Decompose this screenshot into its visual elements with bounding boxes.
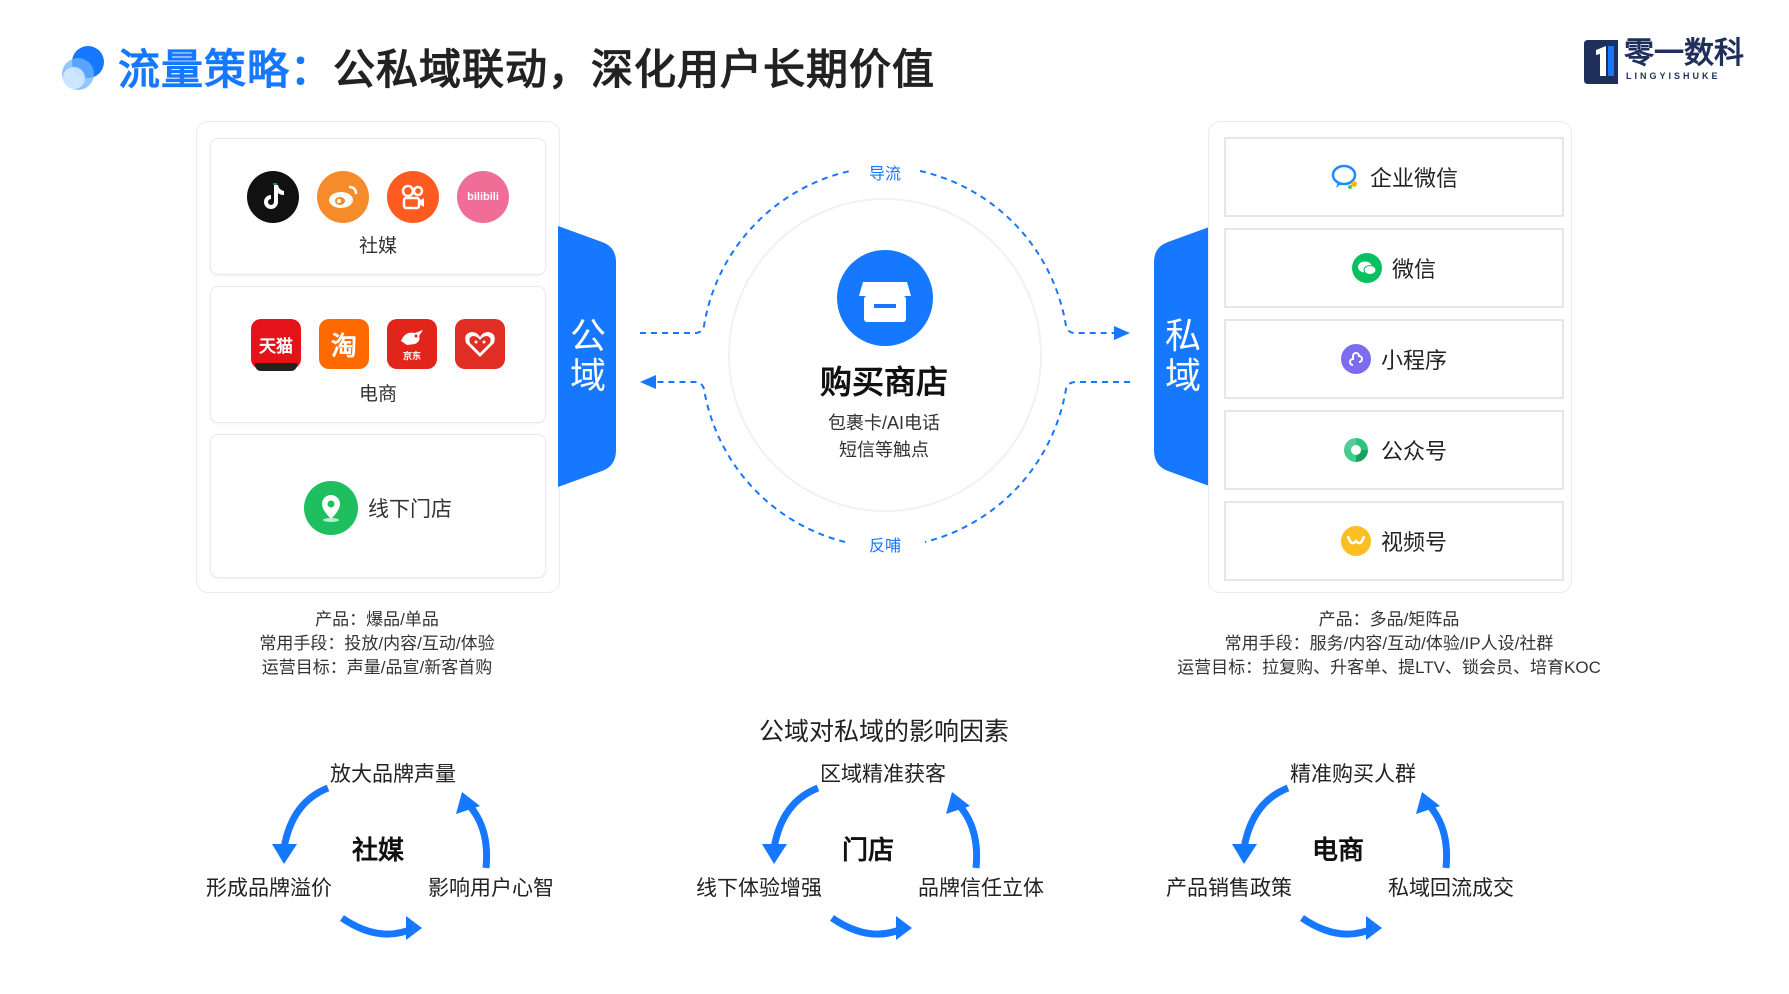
- flow-label-top: 导流: [868, 166, 901, 183]
- flow-arrow-left: [640, 375, 656, 389]
- wechat-icon: [1351, 253, 1382, 283]
- title-bubble-icon: [62, 46, 104, 90]
- cycle-social-arrow-bottom: [340, 915, 416, 938]
- cycle-store-center: 门店: [842, 835, 895, 865]
- cycle-social-arrows: [272, 784, 491, 940]
- cycle-social-arrow-right: [465, 801, 491, 869]
- private-item-channels: 视频号: [1224, 501, 1564, 581]
- pinduoduo-icon: [455, 319, 505, 369]
- cycle-ecommerce-left: 产品销售政策: [1166, 877, 1292, 900]
- flow-label-bottom: 反哺: [868, 538, 901, 555]
- public-note-product: 产品：爆品/单品: [315, 610, 439, 629]
- cycle-store-arrows: [762, 784, 981, 940]
- public-note-methods: 常用手段：投放/内容/互动/体验: [259, 634, 495, 653]
- page-title-main: 公私域联动，深化用户长期价值: [333, 46, 936, 93]
- cycle-social-top: 放大品牌声量: [330, 763, 456, 786]
- cycle-ecommerce-arrow-right: [1425, 801, 1451, 869]
- bilibili-icon: bilibili: [457, 171, 509, 223]
- center-subtitle-1: 包裹卡/AI电话: [827, 413, 940, 433]
- social-media-label: 社媒: [358, 236, 397, 257]
- flow-path-bottom-left: [650, 381, 846, 543]
- cycle-store: 区域精准获客 门店 线下体验增强 品牌信任立体: [690, 752, 1060, 952]
- cycle-store-arrow-right: [955, 801, 981, 869]
- cycle-ecommerce: 精准购买人群 电商 产品销售政策 私域回流成交: [1160, 752, 1530, 952]
- official-account-icon: [1343, 438, 1368, 462]
- flow-path-top-right: [919, 170, 1120, 334]
- public-domain-tab-label: 公域: [569, 315, 606, 396]
- mini-program-icon: [1340, 344, 1371, 374]
- private-note-methods: 常用手段：服务/内容/互动/体验/IP人设/社群: [1224, 634, 1554, 653]
- cycle-ecommerce-top: 精准购买人群: [1290, 763, 1416, 786]
- private-item-channels-label: 视频号: [1380, 530, 1447, 555]
- tmall-icon-text: 天猫: [259, 336, 293, 356]
- private-item-mini-program: 小程序: [1224, 319, 1564, 399]
- private-item-wecom-label: 企业微信: [1369, 166, 1458, 191]
- jd-icon: 京东: [387, 319, 437, 369]
- private-domain-tab-label: 私域: [1164, 315, 1201, 396]
- logo-mark-icon: [1584, 40, 1618, 84]
- public-notes: 产品：爆品/单品 常用手段：投放/内容/互动/体验 运营目标：声量/品宣/新客首…: [196, 608, 558, 680]
- offline-store-card: 线下门店: [210, 434, 546, 578]
- cycle-ecommerce-arrows: [1232, 784, 1451, 940]
- private-item-mini-program-label: 小程序: [1380, 348, 1447, 373]
- center-flow-diagram: [640, 170, 1130, 543]
- private-domain-tab: [1154, 226, 1212, 487]
- cycle-social-center: 社媒: [352, 835, 405, 865]
- taobao-icon-text: 淘: [330, 330, 357, 361]
- center-circle: [728, 198, 1042, 512]
- center-subtitle-2: 短信等触点: [839, 440, 929, 460]
- private-note-product: 产品：多品/矩阵品: [1318, 610, 1460, 629]
- kuaishou-icon: [387, 171, 439, 223]
- flow-path-top-left: [640, 170, 851, 334]
- offline-store-row: 线下门店: [211, 481, 545, 535]
- cycle-ecommerce-right: 私域回流成交: [1388, 877, 1514, 900]
- flow-path-bottom-right: [924, 381, 1130, 543]
- taobao-icon: 淘: [319, 319, 369, 369]
- private-item-official-account-label: 公众号: [1380, 439, 1447, 464]
- tmall-cat-ears: [255, 363, 297, 371]
- cycle-store-arrow-bottom: [830, 915, 906, 938]
- jd-icon-text: 京东: [402, 350, 421, 361]
- logo-subtext: LINGYISHUKE: [1626, 71, 1721, 81]
- tmall-icon: 天猫: [251, 319, 301, 371]
- wecom-icon: [1331, 164, 1357, 189]
- ecommerce-card: 天猫 淘 京东 电商: [210, 286, 546, 423]
- offline-store-label: 线下门店: [368, 498, 452, 521]
- public-note-goals: 运营目标：声量/品宣/新客首购: [261, 658, 493, 677]
- cycle-ecommerce-center: 电商: [1312, 835, 1365, 865]
- private-item-official-account: 公众号: [1224, 410, 1564, 490]
- social-media-card: bilibili 社媒: [210, 138, 546, 275]
- cycle-social: 放大品牌声量 社媒 形成品牌溢价 影响用户心智: [200, 752, 570, 952]
- cycle-store-arrow-left: [770, 784, 820, 849]
- factors-title: 公域对私域的影响因素: [758, 718, 1009, 746]
- location-pin-icon: [304, 481, 358, 535]
- channels-icon: [1340, 526, 1371, 556]
- private-notes: 产品：多品/矩阵品 常用手段：服务/内容/互动/体验/IP人设/社群 运营目标：…: [1159, 608, 1619, 680]
- center-title: 购买商店: [819, 364, 948, 400]
- private-item-wecom: 企业微信: [1224, 137, 1564, 217]
- logo-text: 零一数科: [1624, 37, 1744, 70]
- cycle-social-right: 影响用户心智: [428, 877, 554, 900]
- public-domain-tab: [558, 226, 616, 487]
- store-icon: [859, 282, 911, 322]
- flow-arrow-right: [1114, 326, 1130, 340]
- private-note-goals: 运营目标：拉复购、升客单、提LTV、锁会员、培育KOC: [1177, 658, 1601, 677]
- cycle-store-right: 品牌信任立体: [918, 877, 1044, 900]
- cycle-ecommerce-arrow-left: [1240, 784, 1290, 849]
- page-title: 流量策略：公私域联动，深化用户长期价值: [118, 44, 935, 96]
- weibo-icon: [317, 171, 369, 223]
- private-item-wechat-label: 微信: [1391, 257, 1436, 282]
- tiktok-icon: [247, 171, 299, 223]
- cycle-store-top: 区域精准获客: [820, 763, 946, 786]
- cycle-social-arrow-left: [280, 784, 330, 849]
- bilibili-icon-text: bilibili: [467, 191, 499, 203]
- cycle-ecommerce-arrow-bottom: [1300, 915, 1376, 938]
- cycle-store-left: 线下体验增强: [696, 877, 822, 900]
- cycle-social-left: 形成品牌溢价: [206, 877, 332, 900]
- page-title-accent: 流量策略：: [118, 46, 334, 93]
- brand-logo: 零一数科 LINGYISHUKE: [1582, 38, 1752, 86]
- private-item-wechat: 微信: [1224, 228, 1564, 308]
- ecommerce-label: 电商: [358, 384, 397, 405]
